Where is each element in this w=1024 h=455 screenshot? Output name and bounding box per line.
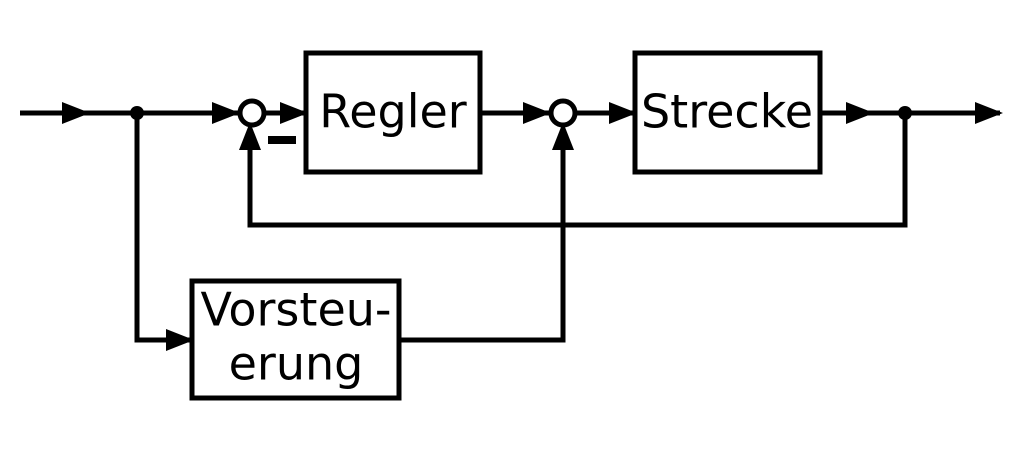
arrowhead-strecke-output [846, 102, 874, 124]
arrowhead-into-strecke [609, 102, 637, 124]
summing-junction-feedforward[interactable] [548, 98, 578, 128]
arrowhead-into-regler [280, 102, 308, 124]
junction-dot-reference-split[interactable] [130, 106, 144, 120]
wire-feedback-loop [247, 113, 908, 228]
block-strecke-rect[interactable] [632, 50, 823, 175]
wire-vorsteuerung-to-sum [399, 137, 566, 343]
block-regler-label: Regler [319, 85, 466, 139]
block-strecke-label: Strecke [641, 85, 813, 139]
block-regler-rect[interactable] [303, 50, 483, 175]
block-vorsteuerung-rect[interactable] [189, 278, 402, 401]
block-vorsteuerung-label-line-2: erung [229, 337, 364, 391]
arrowhead-system-output [975, 102, 1003, 124]
arrowhead-into-vorsteuerung [166, 329, 194, 351]
block-vorsteuerung[interactable]: Vorsteu- erung [189, 278, 402, 401]
summing-junction-error[interactable] [237, 98, 267, 128]
block-strecke[interactable]: Strecke [632, 50, 823, 175]
arrowhead-feedforward-into-sum [552, 122, 574, 150]
block-regler[interactable]: Regler [303, 50, 483, 175]
arrowhead-into-error-sum [212, 102, 240, 124]
junction-dot-output-split[interactable] [898, 106, 912, 120]
arrowhead-feedback-into-sum [239, 122, 261, 150]
block-vorsteuerung-label-line-1: Vorsteu- [200, 283, 391, 337]
minus-sign-icon [268, 136, 296, 144]
wire-reference-to-vorsteuerung [134, 113, 192, 343]
arrowhead-into-feedforward-sum [523, 102, 551, 124]
arrowhead-reference-input [62, 102, 90, 124]
